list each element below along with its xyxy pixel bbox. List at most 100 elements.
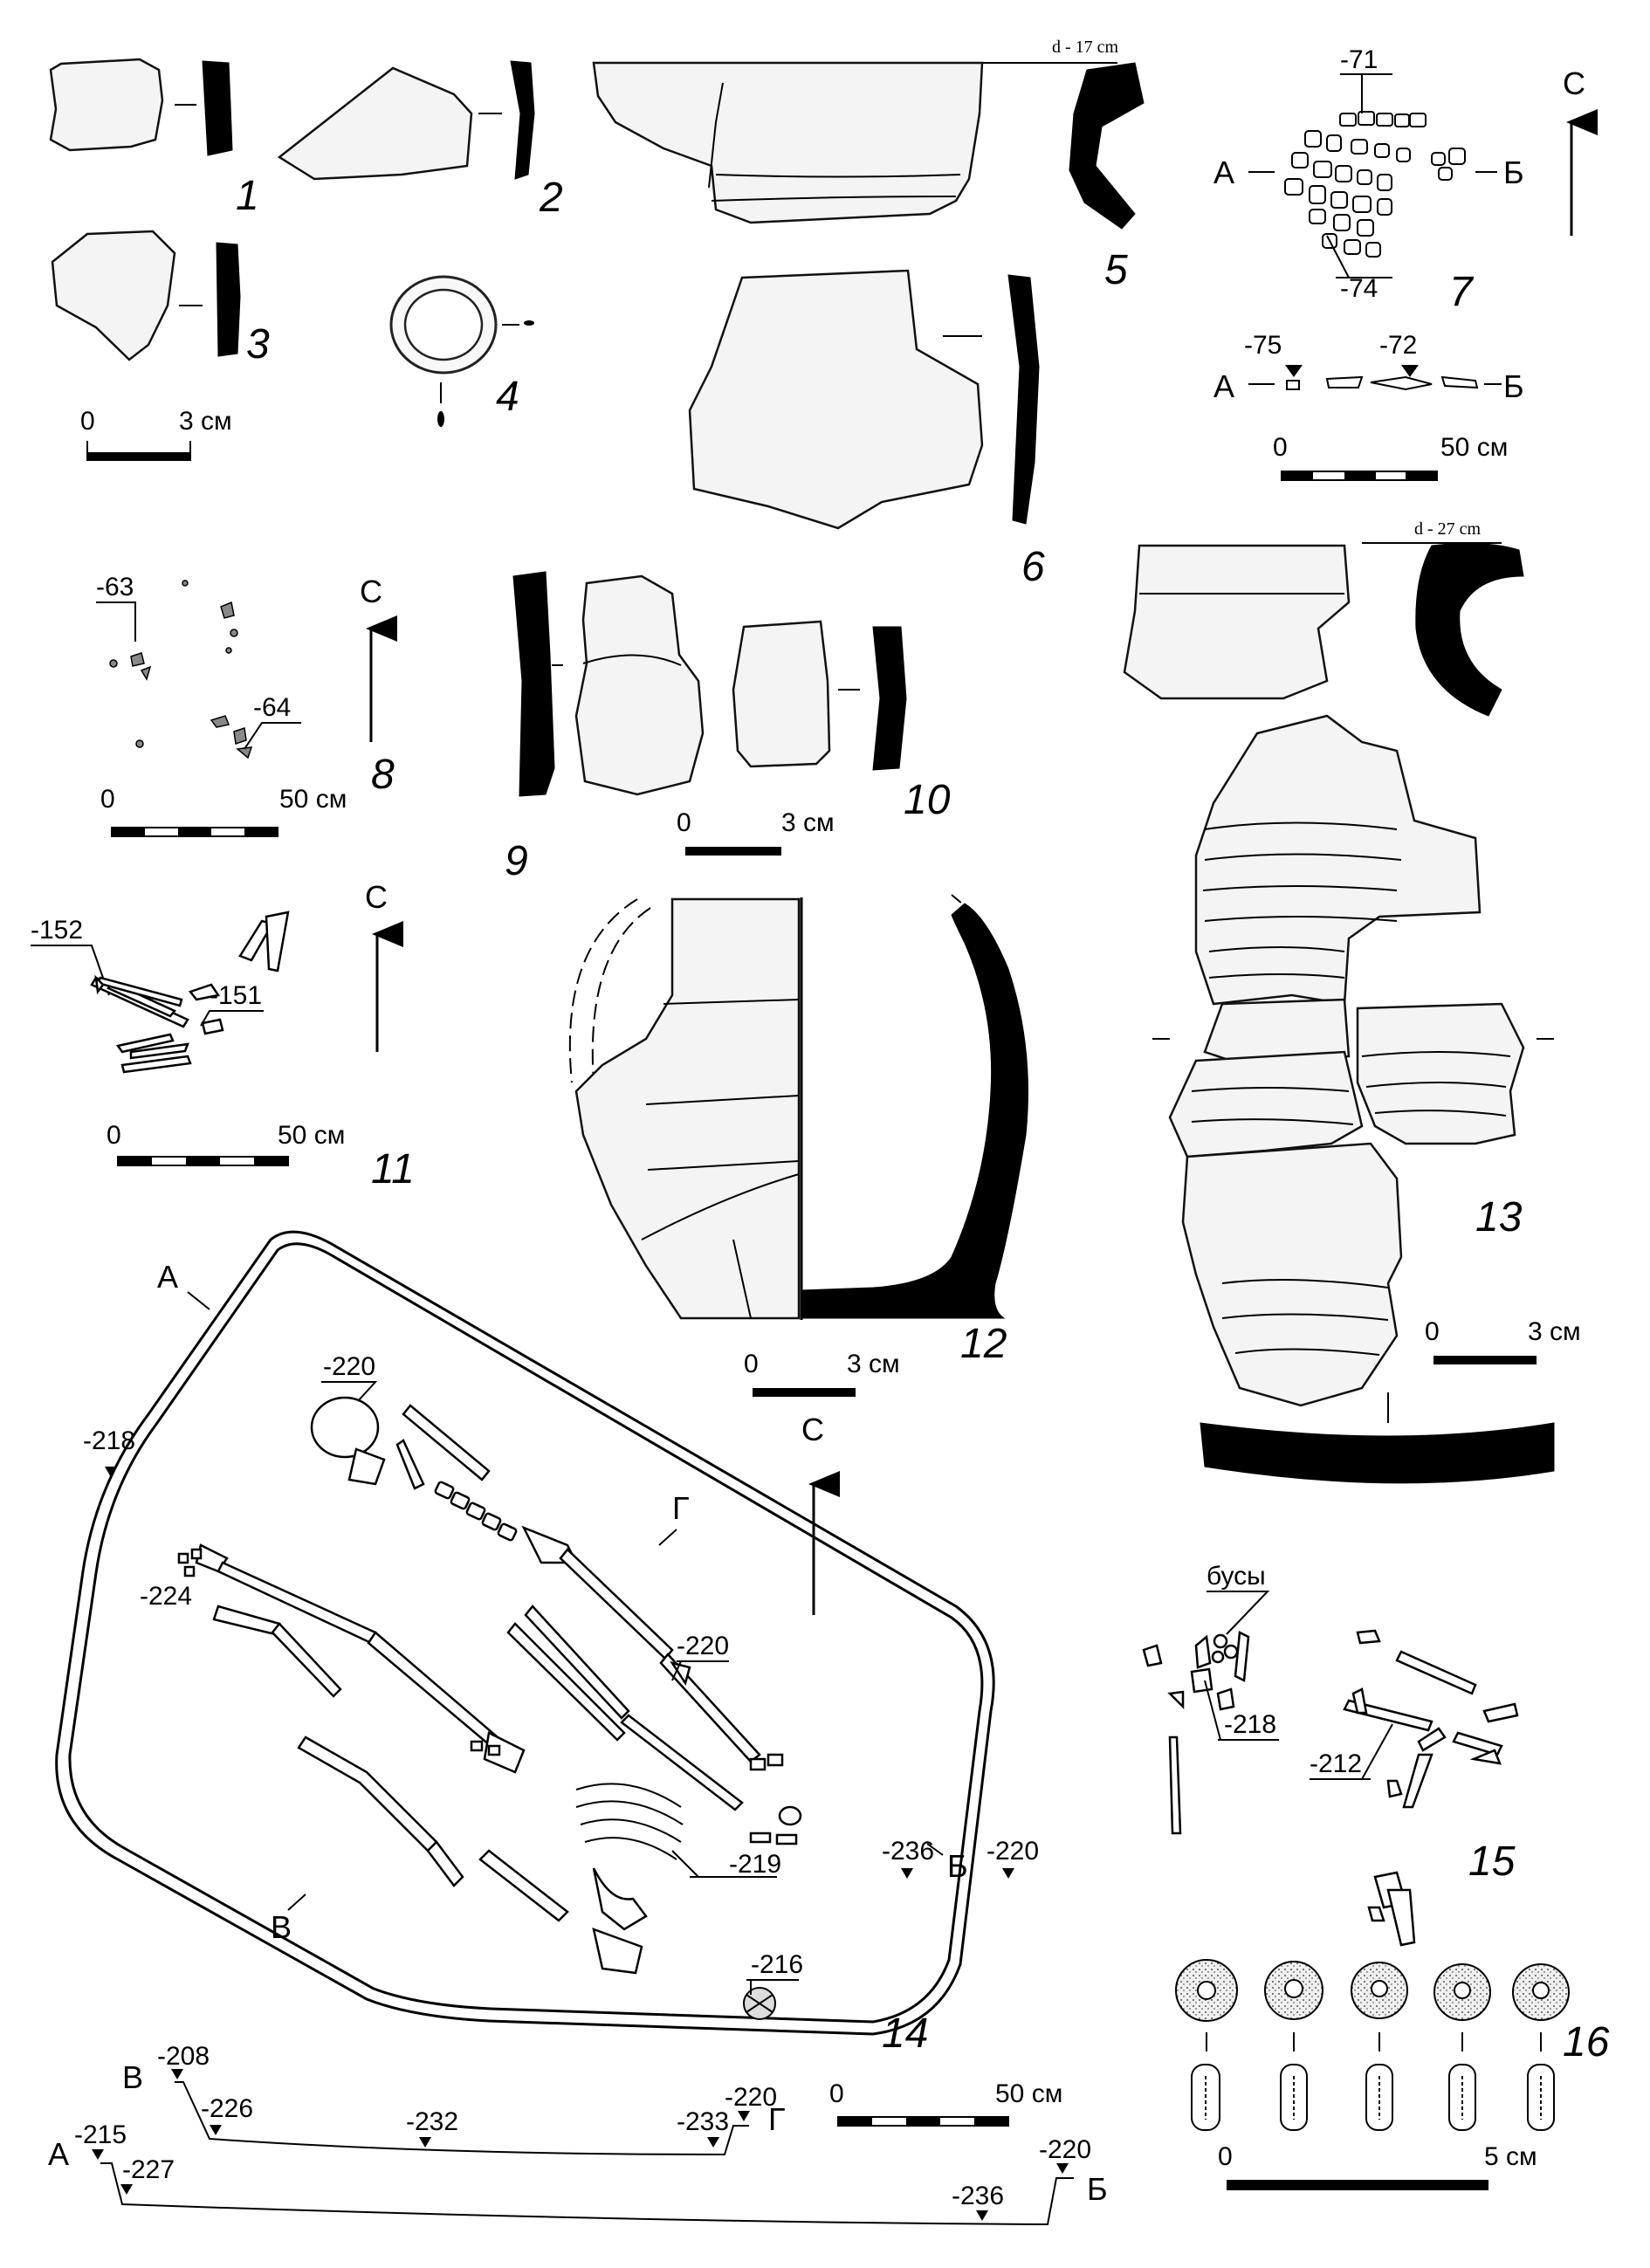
figure-number-10: 10 (904, 777, 951, 823)
depth-label: -227 (122, 2155, 175, 2184)
depth-label: -152 (31, 916, 83, 945)
figure-number-12: 12 (960, 1321, 1007, 1367)
scale-bar-fig10: 0 3 см (677, 808, 835, 856)
figure-number-5: 5 (1104, 247, 1128, 293)
profile-start-label: В (122, 2059, 143, 2095)
section-b-label: Б (1503, 155, 1524, 190)
figure-number-7: 7 (1449, 269, 1475, 315)
scale-zero: 0 (677, 808, 691, 837)
profile-start-label: А (48, 2136, 69, 2172)
depth-label: -226 (201, 2094, 253, 2123)
scale-zero: 0 (107, 1121, 121, 1150)
fig-11-plan: -152 -151 (31, 911, 290, 1074)
fig-15-plan: бусы -218 - (1142, 1562, 1519, 1947)
depth-label: -236 (882, 1837, 934, 1866)
scale-value: 50 см (995, 2079, 1062, 2108)
north-label: С (1563, 65, 1585, 101)
north-arrow-fig14: С (801, 1412, 840, 1615)
scale-bar-fig8: 0 50 см (100, 785, 347, 837)
fig-14-profile-ab: А -215 -227 -236 -220 Б (48, 2120, 1108, 2226)
scale-bar-fig7: 0 50 см (1273, 433, 1508, 481)
diameter-label-5: d - 17 cm (1052, 38, 1119, 57)
figure-number-13: 13 (1475, 1194, 1523, 1241)
depth-label: -233 (677, 2107, 729, 2136)
scale-value: 5 см (1484, 2142, 1537, 2171)
scale-zero: 0 (1218, 2142, 1233, 2171)
figure-number-1: 1 (236, 173, 259, 219)
figure-number-15: 15 (1468, 1838, 1516, 1885)
figure-number-9: 9 (505, 838, 528, 884)
depth-label: -216 (751, 1950, 803, 1979)
depth-label: -75 (1244, 331, 1282, 360)
scale-value: 3 см (179, 407, 232, 436)
scale-zero: 0 (100, 785, 115, 814)
depth-label: -218 (1224, 1710, 1276, 1739)
depth-label: -220 (677, 1632, 729, 1660)
profile-end-label: Б (1087, 2171, 1108, 2207)
corner-b-label: Б (947, 1848, 968, 1884)
depth-label: -72 (1379, 331, 1417, 360)
fig-2-sherd (277, 60, 535, 181)
scale-bar-fig11: 0 50 см (107, 1121, 345, 1166)
depth-label: -215 (74, 2120, 127, 2149)
north-arrow-fig8: С (360, 574, 397, 742)
depth-label: -74 (1340, 274, 1378, 303)
fig-5-rim-sherd: d - 17 cm (592, 38, 1145, 230)
fig-9-sherd (512, 571, 705, 797)
depth-label: -218 (83, 1426, 135, 1455)
fig-7-stone-plan: А Б -71 -74 (1213, 45, 1524, 303)
north-arrow-fig7: С (1563, 65, 1598, 236)
scale-value: 50 см (1440, 433, 1508, 462)
depth-label: -220 (323, 1352, 375, 1381)
fig-3-sherd (51, 230, 241, 361)
figure-number-3: 3 (246, 321, 270, 368)
depth-label: -212 (1310, 1749, 1362, 1778)
depth-label: -71 (1340, 45, 1378, 74)
scale-zero: 0 (829, 2079, 844, 2108)
depth-label: -208 (157, 2042, 210, 2071)
scale-bar-fig14: 0 50 см (829, 2079, 1062, 2127)
depth-label: -232 (406, 2107, 458, 2136)
section-a-label: А (1213, 368, 1234, 404)
north-label: С (360, 574, 382, 609)
fig-14-burial-plan: А Г В Б (55, 1230, 1039, 2036)
corner-v-label: В (271, 1909, 292, 1945)
depth-label: -63 (96, 573, 134, 601)
scale-bar-fig16: 0 5 см (1218, 2142, 1537, 2190)
scale-value: 3 см (1528, 1317, 1581, 1346)
scale-bar-fig12: 0 3 см (744, 1350, 900, 1397)
figure-number-8: 8 (371, 752, 395, 798)
figure-number-6: 6 (1021, 544, 1045, 590)
scale-value: 50 см (279, 785, 347, 814)
fig-12-vessel (568, 894, 1028, 1320)
scale-bar-fig13: 0 3 см (1425, 1317, 1581, 1364)
depth-label: -64 (253, 693, 291, 722)
corner-g-label: Г (672, 1490, 690, 1526)
figure-number-16: 16 (1563, 2019, 1610, 2065)
fig-8-plan: -63 -64 (96, 573, 301, 759)
fig-13-vessel: d - 27 cm (1123, 519, 1555, 1484)
fig-4-ring (389, 275, 534, 427)
fig-7-profile: А -75 -72 Б (1213, 331, 1524, 404)
scale-zero: 0 (1273, 433, 1288, 462)
depth-label: -224 (140, 1582, 192, 1611)
depth-label: -220 (1039, 2135, 1091, 2164)
depth-label: -220 (987, 1837, 1039, 1866)
north-label: С (365, 879, 388, 915)
scale-value: 3 см (847, 1350, 900, 1378)
figure-number-11: 11 (371, 1146, 415, 1192)
scale-zero: 0 (1425, 1317, 1440, 1346)
depth-label: -151 (210, 981, 262, 1010)
fig-1-sherd (49, 58, 233, 156)
scale-zero: 0 (80, 407, 95, 436)
north-label: С (801, 1412, 824, 1447)
figure-number-4: 4 (496, 374, 519, 420)
scale-value: 3 см (781, 808, 835, 837)
fig-16-beads (1175, 1959, 1570, 2131)
scale-zero: 0 (744, 1350, 759, 1378)
figure-number-2: 2 (539, 175, 563, 221)
corner-a-label: А (157, 1259, 178, 1295)
fig-10-sherd (732, 620, 907, 771)
section-b-label: Б (1503, 368, 1524, 404)
